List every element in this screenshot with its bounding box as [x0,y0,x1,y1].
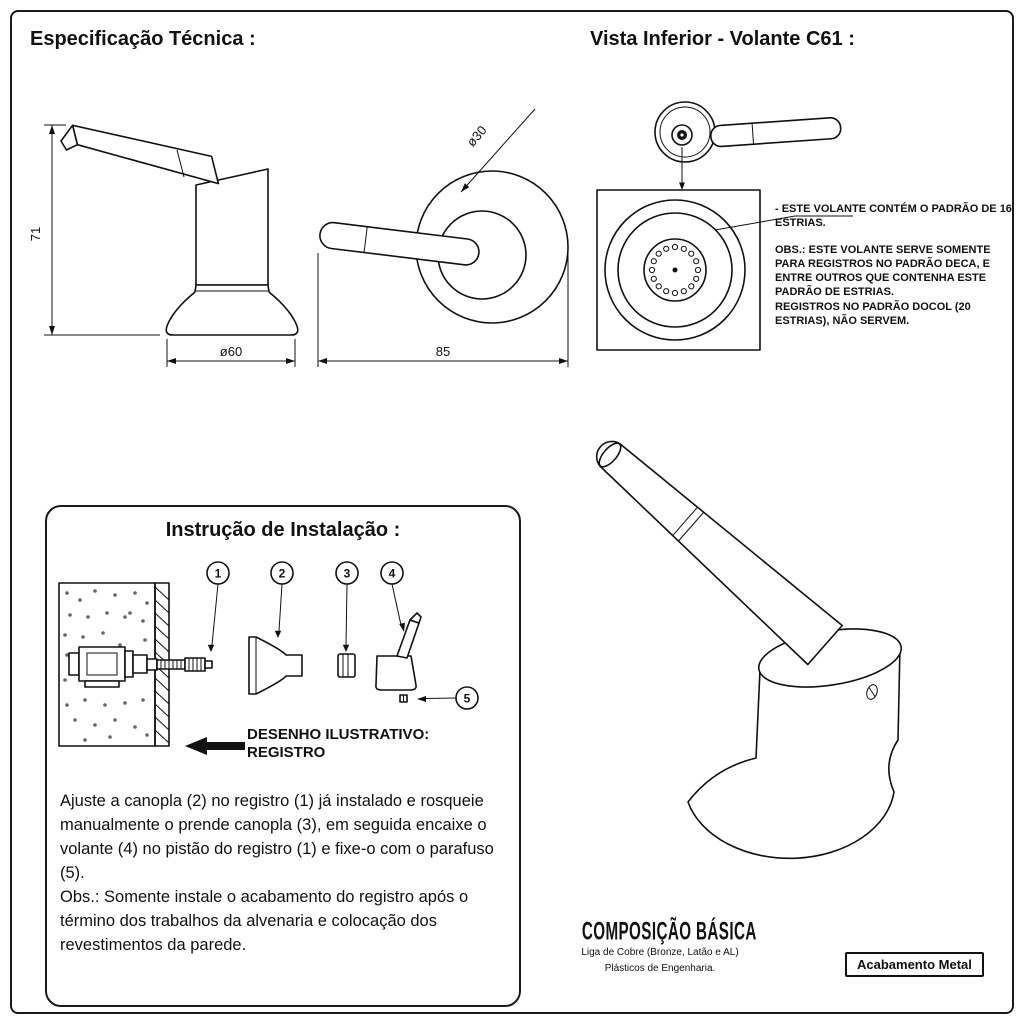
svg-text:2: 2 [279,567,286,581]
svg-text:4: 4 [389,567,396,581]
svg-text:3: 3 [344,567,351,581]
spec-title: Especificação Técnica : [30,28,256,50]
svg-text:85: 85 [436,344,450,359]
handle-part [375,612,422,691]
bottom-view-notes: - ESTE VOLANTE CONTÉM O PADRÃO DE 16 EST… [775,202,1013,328]
handle-lever [595,440,843,666]
valve-registro [68,646,213,688]
spline-detail-view [596,189,853,351]
dimension-total-length: 85 [317,253,569,367]
handle-base-bell [687,739,899,860]
composition-line1: Liga de Cobre (Bronze, Latão e AL) [581,947,739,958]
illustrative-arrow [185,737,245,755]
dimension-base-diameter: ø60 [166,339,296,367]
note-obs: OBS.: ESTE VOLANTE SERVE SOMENTE PARA RE… [775,243,991,299]
svg-text:1: 1 [215,567,222,581]
spec-drawings: 71 ø60 ø30 [30,108,569,367]
callout-2: 2 [270,561,294,638]
note-pattern: - ESTE VOLANTE CONTÉM O PADRÃO DE 16 EST… [775,203,1012,230]
illustrative-label: DESENHO ILUSTRATIVO: REGISTRO [247,726,430,761]
exploded-view-drawing: 1 2 3 4 [58,561,479,755]
callout-5: 5 [417,686,479,710]
installation-observation: Obs.: Somente instale o acabamento do re… [60,887,469,954]
composition-line2: Plásticos de Engenharia. [604,962,716,974]
screw-hole [866,684,878,700]
screw-part [399,694,408,703]
finish-badge: Acabamento Metal [845,952,984,977]
top-view-drawing [319,170,569,324]
svg-text:71: 71 [30,227,43,241]
spline-teeth [648,243,702,297]
note-docol: REGISTROS NO PADRÃO DOCOL (20 ESTRIAS), … [775,300,971,328]
composition-block: COMPOSIÇÃO BÁSICA Liga de Cobre (Bronze,… [560,918,760,975]
installation-title: Instrução de Instalação : [165,519,401,541]
dimension-height: 71 [30,124,160,336]
svg-text:ø30: ø30 [464,123,490,150]
composition-title: COMPOSIÇÃO BÁSICA [581,918,757,946]
svg-text:5: 5 [464,692,471,706]
bottom-view-title: Vista Inferior - Volante C61 : [590,28,855,50]
callout-3: 3 [335,561,359,652]
bottom-view-small [654,101,842,190]
isometric-drawing [595,440,903,860]
bottom-view-drawing [596,101,853,351]
callout-1: 1 [206,561,230,652]
page-border [10,10,1014,1014]
canopla-part [248,636,303,695]
side-view-drawing [60,124,299,336]
installation-instructions: Ajuste a canopla (2) no registro (1) já … [60,792,494,882]
locking-ring-part [337,653,356,678]
installation-box: Instrução de Instalação : [45,505,521,1007]
callout-4: 4 [380,561,405,632]
installation-text: Ajuste a canopla (2) no registro (1) já … [60,790,508,957]
svg-text:ø60: ø60 [220,344,242,359]
